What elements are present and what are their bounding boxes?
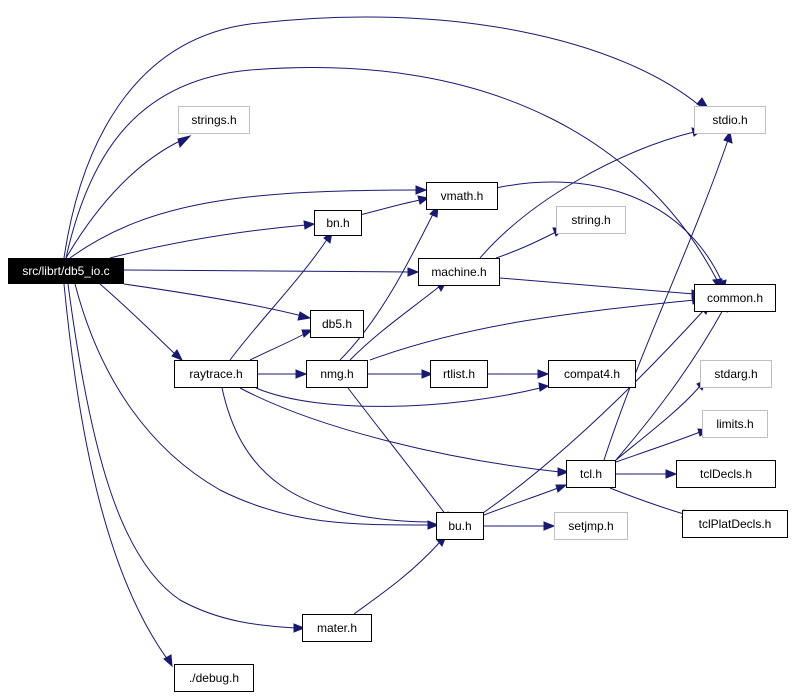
edge-db5io-stdio-top [63,16,701,259]
node-tclPlatDecls-h[interactable]: tclPlatDecls.h [682,510,788,538]
edge-db5io-debug [63,283,169,661]
node-db5-h[interactable]: db5.h [310,310,364,338]
node-debug-h[interactable]: ./debug.h [174,664,254,692]
arrow-raytrace-compat4 [538,382,550,392]
arrow-to-bu [427,520,440,530]
edge-nmg-common [369,299,695,361]
edge-tcl-common [615,307,725,461]
arrow-to-debug [163,654,173,668]
edge-machine-string [495,231,557,259]
edge-nmg-vmath [339,211,435,361]
edge-raytrace-bn [229,237,329,361]
node-bn-h[interactable]: bn.h [314,210,362,236]
node-vmath-h[interactable]: vmath.h [426,182,498,210]
edge-nmg-machine [349,285,441,361]
edge-tcl-tclPlatDecls [609,487,685,515]
node-rtlist-h[interactable]: rtlist.h [430,360,488,388]
edge-db5io-bn [109,224,307,259]
arrow-bu-tcl [555,484,568,493]
edge-nmg-bu [347,387,447,516]
node-mater-h[interactable]: mater.h [302,614,372,642]
edge-machine-common [499,277,695,295]
node-machine-h[interactable]: machine.h [418,258,500,286]
node-raytrace-h[interactable]: raytrace.h [174,360,258,388]
arrow-to-raytrace [171,349,184,361]
node-string-h[interactable]: string.h [556,206,626,234]
edge-vmath-common [495,181,723,283]
edges [63,16,729,661]
arrow-to-vmath [415,185,428,195]
edge-tcl-stdarg [615,385,701,461]
edge-db5io-machine [123,269,411,273]
arrow-tcl-stdio [723,130,733,144]
edge-mater-bu [353,541,441,615]
edge-tcl-stdio [603,139,729,461]
edge-machine-stdio [479,131,695,259]
node-nmg-h[interactable]: nmg.h [306,360,368,388]
node-db5-io-c[interactable]: src/librt/db5_io.c [8,258,124,284]
edge-db5io-common-arc [65,66,719,283]
node-setjmp-h[interactable]: setjmp.h [554,512,628,540]
node-tcl-h[interactable]: tcl.h [566,460,616,488]
arrow-bn-vmath [417,195,430,205]
edge-db5io-raytrace [99,283,177,356]
node-limits-h[interactable]: limits.h [702,410,768,438]
node-common-h[interactable]: common.h [694,284,776,312]
node-tclDecls-h[interactable]: tclDecls.h [676,460,776,488]
edge-bu-common [479,309,705,516]
node-stdarg-h[interactable]: stdarg.h [700,360,772,388]
edge-db5io-strings [65,139,183,259]
arrow-raytrace-nmg [295,369,308,379]
arrow-raytrace-tcl [557,467,570,477]
arrow-bu-setjmp [543,521,556,531]
node-strings-h[interactable]: strings.h [178,106,250,134]
node-stdio-h[interactable]: stdio.h [694,106,766,134]
arrow-to-db5 [297,311,312,321]
node-bu-h[interactable]: bu.h [436,512,484,540]
arrow-raytrace-db5 [301,329,314,338]
edge-bu-tcl [483,487,559,516]
edge-raytrace-tcl [239,387,561,473]
edge-bn-vmath [359,199,421,216]
arrow-rtlist-compat4 [537,369,550,379]
edge-raytrace-bu [221,387,431,523]
arrow-to-machine [407,267,420,277]
node-compat4-h[interactable]: compat4.h [548,360,636,388]
arrow-nmg-rtlist [421,369,434,379]
edge-raytrace-compat4 [255,387,541,407]
edge-db5io-bu [74,283,431,526]
arrow-to-bn [303,220,316,230]
arrow-to-strings [177,135,192,149]
edge-db5io-mater [67,283,297,629]
arrow-tcl-tclDecls [665,469,678,479]
edge-tcl-limits [615,431,701,463]
edge-raytrace-db5 [249,332,307,361]
arrow-to-mater [293,623,306,633]
edge-db5io-vmath [69,189,419,259]
edge-db5io-db5 [123,283,303,317]
